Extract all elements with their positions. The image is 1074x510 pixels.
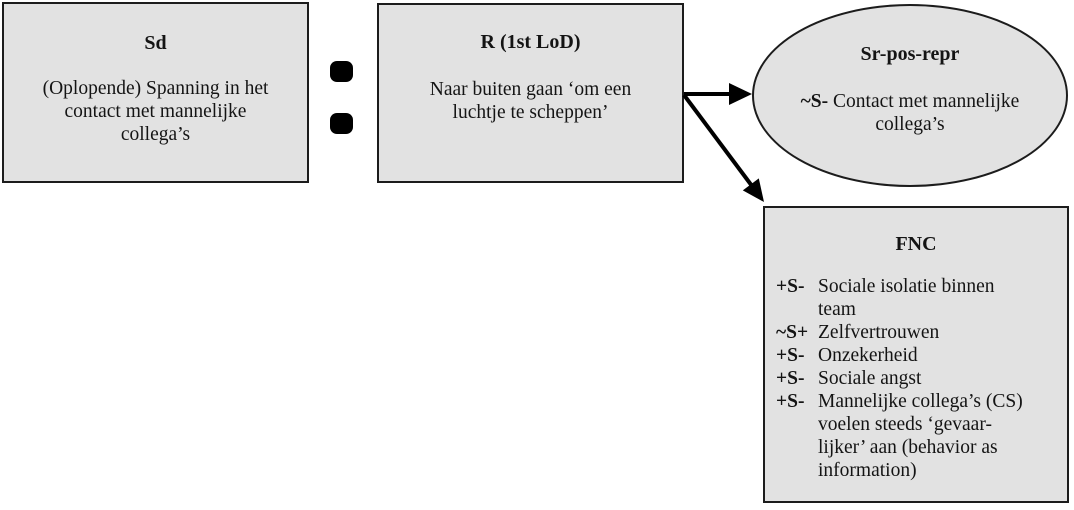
sr-body-line: ~S- Contact met mannelijke bbox=[754, 90, 1066, 113]
r-node-body: Naar buiten gaan ‘om een luchtje te sche… bbox=[379, 78, 682, 124]
fnc-item-text: Sociale angst bbox=[818, 367, 1059, 390]
sd-body-line: contact met mannelijke bbox=[64, 101, 247, 122]
sr-pos-repr-node: Sr-pos-repr ~S- Contact met mannelijke c… bbox=[752, 4, 1068, 187]
arrow-r-to-fnc-icon bbox=[682, 93, 764, 202]
sd-body-line: collega’s bbox=[120, 124, 191, 145]
contingency-sigil: +S- bbox=[776, 345, 805, 366]
fnc-item: +S- Mannelijke collega’s (CS)voelen steed… bbox=[776, 390, 1059, 482]
r-node: R (1st LoD) Naar buiten gaan ‘om een luc… bbox=[377, 3, 684, 183]
sr-node-body: ~S- Contact met mannelijke collega’s bbox=[754, 90, 1066, 136]
sd-node-body: (Oplopende) Spanning in het contact met … bbox=[4, 77, 307, 146]
fnc-item: +S- Sociale angst bbox=[776, 367, 1059, 390]
sr-node-title: Sr-pos-repr bbox=[860, 43, 960, 65]
fnc-item-line: team bbox=[818, 299, 856, 320]
fnc-item-line: Sociale isolatie binnen bbox=[818, 276, 995, 297]
fnc-item-line: voelen steeds ‘gevaar- bbox=[818, 414, 992, 435]
fnc-item-line: information) bbox=[818, 460, 917, 481]
fnc-item-line: Onzekerheid bbox=[818, 345, 918, 366]
sd-body-line: (Oplopende) Spanning in het bbox=[42, 78, 269, 99]
fnc-item-line: Zelfvertrouwen bbox=[818, 322, 940, 343]
fnc-node-title: FNC bbox=[895, 233, 937, 255]
sr-body-text: Contact met mannelijke bbox=[828, 91, 1020, 112]
fnc-item-line: lijker’ aan (behavior as bbox=[818, 437, 998, 458]
fnc-item-text: Zelfvertrouwen bbox=[818, 321, 1059, 344]
sd-node: Sd (Oplopende) Spanning in het contact m… bbox=[2, 2, 309, 183]
colon-dot-icon bbox=[330, 61, 353, 82]
contingency-sigil: +S- bbox=[776, 368, 805, 389]
contingency-sigil: +S- bbox=[776, 276, 805, 297]
r-body-line: Naar buiten gaan ‘om een bbox=[429, 79, 632, 100]
fnc-item-text: Mannelijke collega’s (CS)voelen steeds ‘… bbox=[818, 390, 1059, 482]
contingency-sigil: +S- bbox=[776, 391, 805, 412]
sd-node-title: Sd bbox=[144, 32, 167, 54]
fnc-item: ~S+ Zelfvertrouwen bbox=[776, 321, 1059, 344]
contingency-sigil: ~S+ bbox=[776, 322, 809, 343]
fnc-item-text: Onzekerheid bbox=[818, 344, 1059, 367]
r-body-line: luchtje te scheppen’ bbox=[452, 102, 609, 123]
fnc-item-line: Sociale angst bbox=[818, 368, 922, 389]
fnc-item: +S- Onzekerheid bbox=[776, 344, 1059, 367]
fnc-item-line: Mannelijke collega’s (CS) bbox=[818, 391, 1023, 412]
r-node-title: R (1st LoD) bbox=[480, 31, 581, 53]
arrow-r-to-sr-icon bbox=[684, 83, 752, 105]
colon-dot-icon bbox=[330, 113, 353, 134]
contingency-sigil: ~S- bbox=[800, 91, 829, 112]
sr-body-line: collega’s bbox=[875, 114, 945, 135]
